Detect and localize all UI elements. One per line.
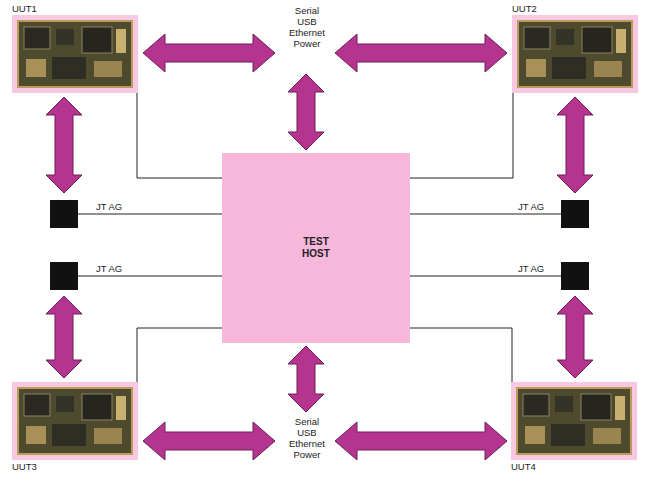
circuit-board [512,15,638,93]
cable-line [410,93,513,178]
jtag-pod [561,262,589,290]
jtag-label: JT AG [518,201,544,212]
jtag-wire [78,276,222,277]
unit-under-test: UUT2 [512,2,638,93]
cable-line [410,328,512,382]
bus-label: Serial USB Ethernet Power [289,5,325,49]
bus-arrow [288,346,324,412]
board-panel [511,382,637,460]
board-panel [12,382,138,460]
unit-under-test: UUT4 [511,382,637,473]
jtag-wire [410,276,561,277]
bus-arrow [143,34,275,72]
cable-line [137,328,222,382]
jtag-arrow [46,296,82,378]
circuit-board [511,382,637,460]
jtag-arrow [557,296,593,378]
circuit-board [12,15,138,93]
jtag-label: JT AG [96,201,122,212]
bus-arrow [335,34,507,72]
unit-label: UUT2 [512,2,638,15]
unit-label: UUT3 [12,460,138,473]
jtag-pod [561,200,589,228]
jtag-arrow [557,97,593,193]
unit-label: UUT4 [511,460,637,473]
bus-label: Serial USB Ethernet Power [289,416,325,460]
bus-arrow [288,74,324,150]
jtag-pod [50,200,78,228]
bus-arrow [335,422,507,460]
unit-under-test: UUT3 [12,382,138,473]
jtag-pod [50,262,78,290]
cable-line [137,93,222,178]
host-title: TEST HOST [302,236,330,260]
jtag-label: JT AG [96,263,122,274]
board-panel [12,15,138,93]
circuit-board [12,382,138,460]
test-host-box: TEST HOST [222,153,410,343]
bus-arrow [143,422,275,460]
jtag-arrow [46,97,82,193]
board-panel [512,15,638,93]
jtag-wire [78,214,222,215]
unit-under-test: UUT1 [12,2,138,93]
jtag-label: JT AG [518,263,544,274]
jtag-wire [410,214,561,215]
unit-label: UUT1 [12,2,138,15]
